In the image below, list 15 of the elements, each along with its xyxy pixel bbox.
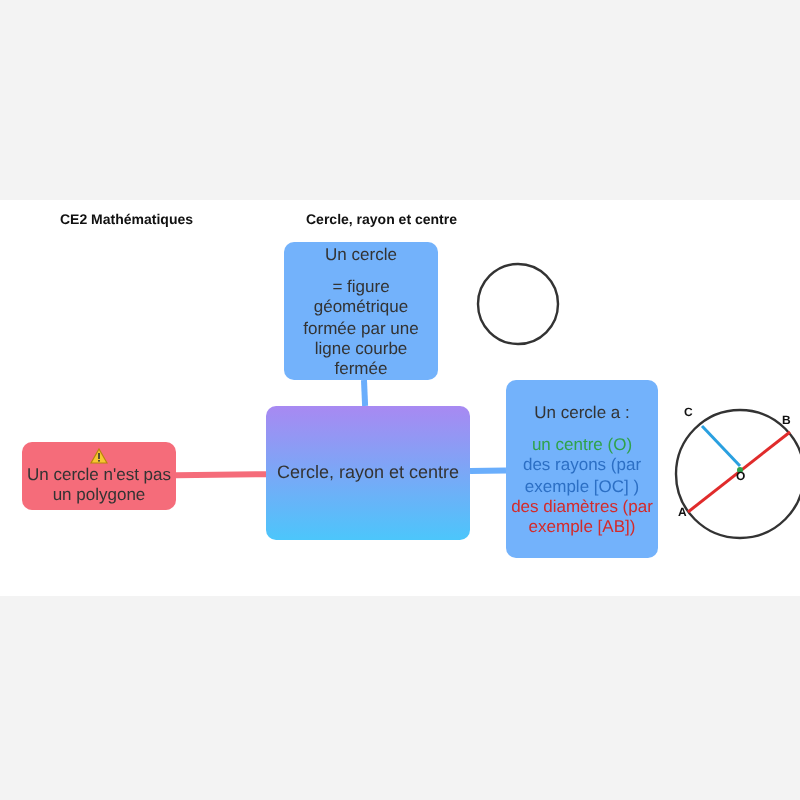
node-text: Cercle, rayon et centre xyxy=(276,462,460,484)
connector-line xyxy=(175,471,267,479)
topic-box xyxy=(266,406,470,540)
node-text: Un cercle a : xyxy=(534,401,630,423)
topic-box xyxy=(284,242,438,380)
node-body-text: = figure géométrique formée par une ligne courbe fermée xyxy=(301,276,421,379)
node-body-text: des diamètres (par exemple [AB]) xyxy=(510,495,654,537)
topic-box xyxy=(22,442,176,510)
node-text: Un cercle xyxy=(325,243,397,265)
node-text: Un cercle n'est pas un polygone xyxy=(26,463,172,505)
topic-box xyxy=(506,380,658,558)
connector-line xyxy=(469,467,507,475)
node-body-text: un centre (O) xyxy=(531,434,633,455)
node-body-text: des rayons (par exemple [OC] ) xyxy=(520,454,644,496)
connector-line xyxy=(361,379,369,407)
